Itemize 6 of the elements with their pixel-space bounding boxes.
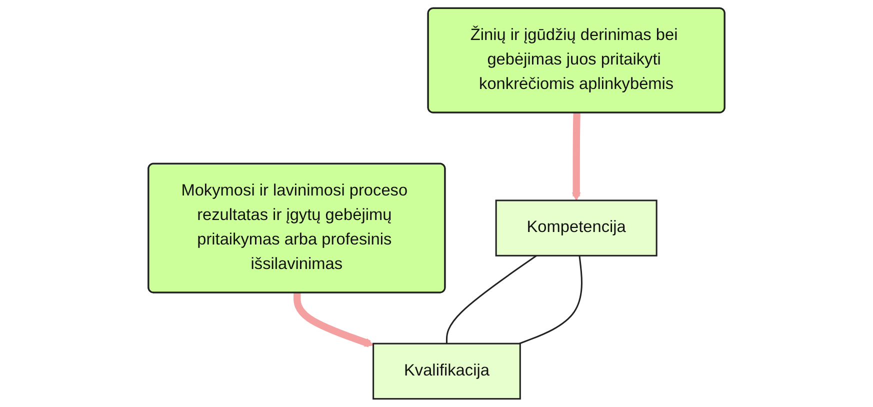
connector xyxy=(446,255,537,344)
node-box: Kvalifikacija xyxy=(372,342,521,400)
node-box: Kompetencija xyxy=(495,200,658,256)
arrow xyxy=(572,112,581,201)
connector xyxy=(519,256,583,344)
arrow xyxy=(294,292,374,348)
